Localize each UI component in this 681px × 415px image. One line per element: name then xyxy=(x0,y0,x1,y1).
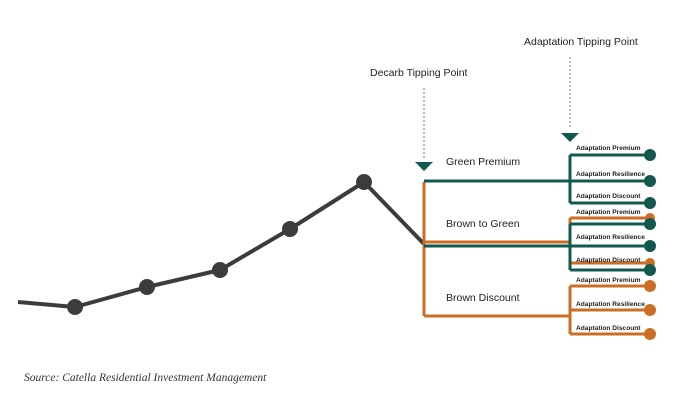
green-end-point xyxy=(644,240,656,252)
green-end-point xyxy=(644,197,656,209)
trend-point xyxy=(212,262,228,278)
trend-point xyxy=(282,221,298,237)
adaptation-discount-label: Adaptation Discount xyxy=(576,325,641,332)
brown-discount-label: Brown Discount xyxy=(446,292,520,304)
decarb-arrow-icon xyxy=(415,162,433,171)
source-caption: Source: Catella Residential Investment M… xyxy=(24,372,267,384)
adaptation-premium-label: Adaptation Premium xyxy=(576,209,641,216)
adaptation-premium-label: Adaptation Premium xyxy=(576,145,641,152)
brown-to-green-label: Brown to Green xyxy=(446,218,520,230)
adaptation-discount-label: Adaptation Discount xyxy=(576,257,641,264)
decarb-tipping-point-label: Decarb Tipping Point xyxy=(370,67,468,79)
adaptation-tipping-point-label: Adaptation Tipping Point xyxy=(524,36,638,48)
trend-point xyxy=(139,279,155,295)
green-end-point xyxy=(644,175,656,187)
adaptation-resilience-label: Adaptation Resilience xyxy=(576,171,645,178)
orange-end-point xyxy=(644,304,656,316)
green-end-point xyxy=(644,218,656,230)
adaptation-resilience-label: Adaptation Resilience xyxy=(576,301,645,308)
orange-end-point xyxy=(644,328,656,340)
adaptation-arrow-icon xyxy=(561,133,579,142)
adaptation-discount-label: Adaptation Discount xyxy=(576,193,641,200)
value-trend-line xyxy=(17,180,426,309)
green-premium-label: Green Premium xyxy=(446,156,520,168)
green-branch-lines xyxy=(424,153,650,272)
adaptation-resilience-label: Adaptation Resilience xyxy=(576,234,645,241)
adaptation-premium-label: Adaptation Premium xyxy=(576,277,641,284)
green-end-point xyxy=(644,264,656,276)
green-end-point xyxy=(644,149,656,161)
trend-point xyxy=(67,299,83,315)
orange-end-point xyxy=(644,280,656,292)
orange-branch-lines xyxy=(422,182,650,336)
trend-point xyxy=(356,174,372,190)
